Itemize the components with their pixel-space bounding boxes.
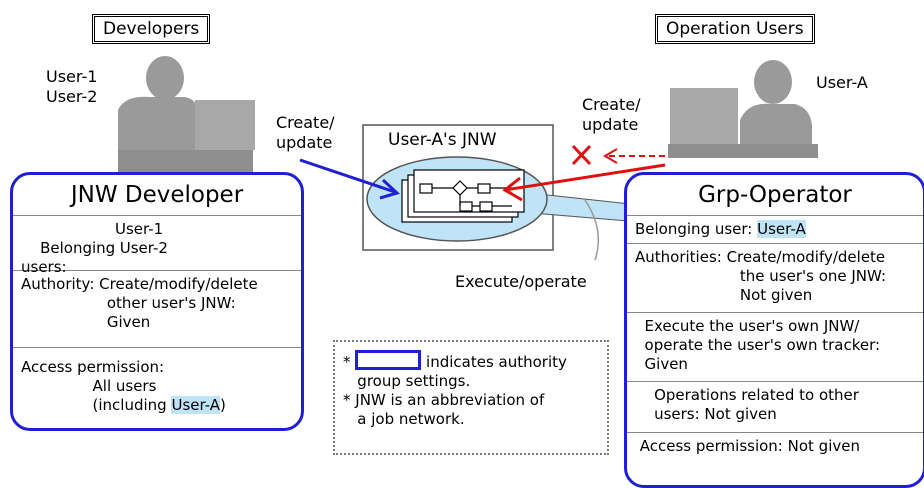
developers-label: Developers <box>92 14 211 44</box>
job-network-flow-icon <box>401 169 525 223</box>
belonging-label: Belonging users: <box>21 239 116 276</box>
authorities-section: Authorities: Create/modify/delete the us… <box>627 244 923 313</box>
group-title: Grp-Operator <box>627 175 923 216</box>
denied-x-icon <box>571 144 592 166</box>
op-user: User-A <box>816 73 868 92</box>
red-arrow <box>504 163 666 192</box>
note-line-4: a job network. <box>343 410 465 428</box>
access-user-highlight: User-A <box>171 396 221 414</box>
access-prefix: Access permission: All users (including <box>21 358 167 414</box>
note-bullet: * <box>343 353 356 371</box>
access-section: Access permission: Not given <box>635 437 860 455</box>
jnw-developer-group: JNW Developer Belonging users: User-1 Us… <box>10 172 304 431</box>
create-update-right-2: update <box>582 115 639 134</box>
authority-group-legend-icon <box>355 350 422 370</box>
developer-silhouette-icon <box>118 56 255 178</box>
belonging-section: Belonging users: User-1 User-2 <box>13 216 301 276</box>
group-title: JNW Developer <box>13 175 301 216</box>
create-update-left-1: Create/ <box>276 113 335 132</box>
belonging-users: User-1 User-2 <box>115 220 168 257</box>
execute-operate-label: Execute/operate <box>455 272 587 291</box>
operation-users-label: Operation Users <box>655 14 815 44</box>
note-line-3: * JNW is an abbreviation of <box>343 391 545 409</box>
belonging-label: Belonging user: <box>635 220 758 238</box>
blue-arrow <box>299 158 396 194</box>
create-update-left-2: update <box>276 133 333 152</box>
legend-note: * indicates authority group settings. * … <box>333 340 609 455</box>
execute-line <box>584 199 600 261</box>
execute-section: Execute the user's own JNW/ operate the … <box>627 313 923 382</box>
jnw-title: User-A's JNW <box>388 130 497 150</box>
operations-section: Operations related to other users: Not g… <box>627 382 923 433</box>
dev-user-1: User-1 <box>46 67 98 86</box>
access-section: Access permission: All users (including … <box>13 348 301 419</box>
authority-section: Authority: Create/modify/delete other us… <box>13 271 301 348</box>
grp-operator-group: Grp-Operator Belonging user: User-A Auth… <box>624 172 924 488</box>
belonging-section: Belonging user: User-A <box>627 216 923 244</box>
note-line-1: * indicates authority <box>343 350 599 372</box>
dev-user-2: User-2 <box>46 87 98 106</box>
note-line-1-text: indicates authority <box>421 353 567 371</box>
create-update-right-1: Create/ <box>582 95 641 114</box>
operator-silhouette-icon <box>668 60 818 158</box>
belonging-user-highlight: User-A <box>757 220 806 238</box>
access-suffix: ) <box>220 396 226 414</box>
note-line-2: group settings. <box>343 372 471 390</box>
